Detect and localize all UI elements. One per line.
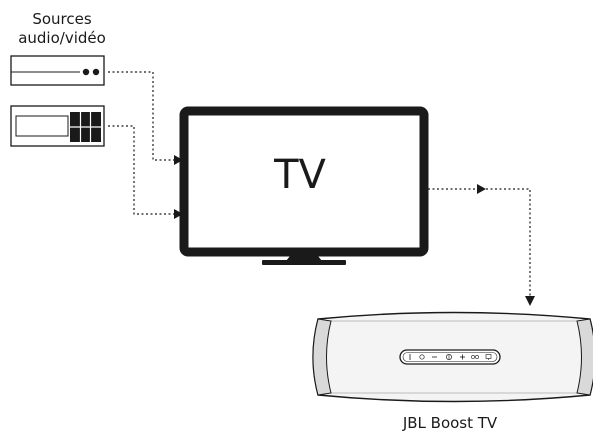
sources-label-line2: audio/vidéo <box>18 29 106 47</box>
jbl-boost-tv-speaker <box>312 311 593 403</box>
tv-label: TV <box>274 152 326 198</box>
connector-audio-to-tv <box>108 71 183 165</box>
arrow-right-icon <box>174 209 183 219</box>
speaker-label: JBL Boost TV <box>402 414 498 432</box>
speaker-control-panel <box>399 349 501 365</box>
sound-mode-icon <box>446 354 452 360</box>
sources-label: Sources audio/vidéo <box>0 10 124 48</box>
surround-icon <box>471 355 479 359</box>
player-knob-icon <box>92 68 100 76</box>
plus-icon <box>460 354 465 360</box>
arrow-right-icon <box>477 184 486 194</box>
arrow-right-icon <box>174 155 183 165</box>
arrow-down-icon <box>525 296 535 306</box>
input-icon <box>419 354 425 360</box>
connector-tv-to-speaker <box>428 184 535 306</box>
connect-icon <box>485 354 492 360</box>
connector-video-to-tv <box>108 125 183 219</box>
tv-device <box>179 106 429 265</box>
sources-label-line1: Sources <box>32 10 92 28</box>
audio-player-device <box>10 55 105 86</box>
player-knob-icon <box>82 68 90 76</box>
video-player-device <box>10 105 105 147</box>
